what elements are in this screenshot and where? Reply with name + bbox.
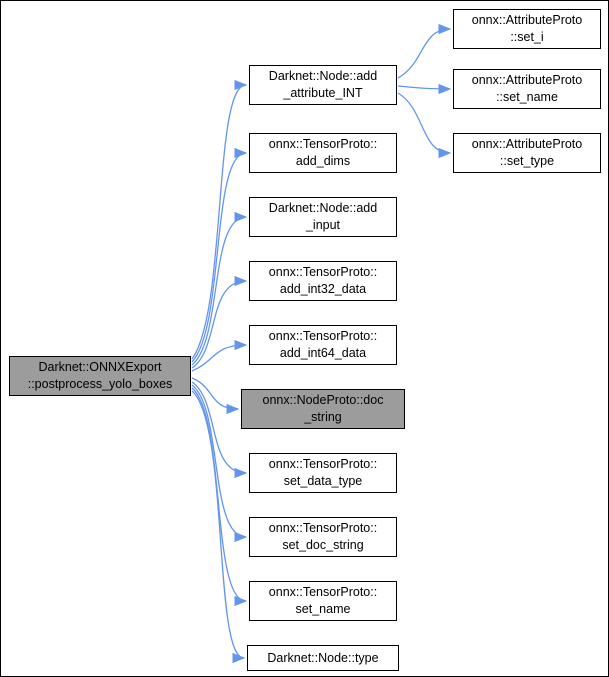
node-label-line: ::postprocess_yolo_boxes [27,377,173,391]
node-label-line: onnx::TensorProto:: [268,265,378,280]
node-label-line: onnx::TensorProto:: [268,137,378,152]
node-label-line: Darknet::Node::add [268,201,378,216]
node-label-line: onnx::TensorProto:: [268,457,378,472]
node-add-dims[interactable]: onnx::TensorProto:: add_dims [249,133,397,173]
edge-add-attribute-int-to-set-name [397,83,452,95]
node-label-line: _input [305,218,341,232]
node-label-line: onnx::TensorProto:: [268,329,378,344]
edge-root-to-tensor-set-name [191,387,248,607]
edge-add-attribute-int-to-set-i [397,23,452,79]
node-label-line: ::set_name [496,90,558,104]
node-set-doc-string[interactable]: onnx::TensorProto:: set_doc_string [249,517,397,557]
node-label-line: set_data_type [283,474,363,488]
node-node-type[interactable]: Darknet::Node::type [247,645,399,671]
edge-root-to-add-dims [191,147,248,363]
node-attr-set-name[interactable]: onnx::AttributeProto ::set_name [453,69,601,109]
node-label-line: ::set_i [510,30,544,44]
node-label-line: Darknet::Node::add [268,69,378,84]
edge-root-to-add-attribute-int [191,79,248,360]
node-label-line: onnx::TensorProto:: [268,521,378,536]
edge-root-to-set-data-type [191,381,248,479]
node-label-line: _attribute_INT [283,86,363,100]
edge-root-to-add-int64-data [191,339,248,372]
node-label-line: add_int32_data [279,282,367,296]
node-label-line: onnx::AttributeProto [471,137,583,152]
edge-add-attribute-int-to-set-type [397,92,452,159]
node-label-line: onnx::AttributeProto [471,13,583,28]
node-label-line: ::set_type [499,154,555,168]
node-attr-set-i[interactable]: onnx::AttributeProto ::set_i [453,9,601,49]
node-add-input[interactable]: Darknet::Node::add _input [249,197,397,237]
node-label-line: onnx::TensorProto:: [268,585,378,600]
edge-root-to-add-input [191,211,248,366]
node-doc-string: onnx::NodeProto::doc _string [241,389,405,429]
node-add-int64-data[interactable]: onnx::TensorProto:: add_int64_data [249,325,397,365]
node-tensor-set-name[interactable]: onnx::TensorProto:: set_name [249,581,397,621]
node-label-line: set_name [295,602,351,616]
node-add-attribute-int[interactable]: Darknet::Node::add _attribute_INT [249,65,397,105]
node-label-line: _string [304,410,342,424]
node-add-int32-data[interactable]: onnx::TensorProto:: add_int32_data [249,261,397,301]
node-set-data-type[interactable]: onnx::TensorProto:: set_data_type [249,453,397,493]
node-label-line: add_int64_data [279,346,367,360]
node-attr-set-type[interactable]: onnx::AttributeProto ::set_type [453,133,601,173]
node-label-line: set_doc_string [282,538,364,552]
node-label-line: Darknet::Node::type [267,650,379,665]
node-label-line: onnx::AttributeProto [471,73,583,88]
edge-root-to-node-type [191,390,246,664]
node-label-line: Darknet::ONNXExport [38,360,162,375]
node-label-line: add_dims [295,154,351,168]
edge-root-to-add-int32-data [191,275,248,369]
edge-root-to-set-doc-string [191,384,248,543]
node-postprocess-yolo-boxes: Darknet::ONNXExport ::postprocess_yolo_b… [9,356,191,396]
node-label-line: onnx::NodeProto::doc [262,393,384,408]
edge-root-to-doc-string [191,377,240,415]
